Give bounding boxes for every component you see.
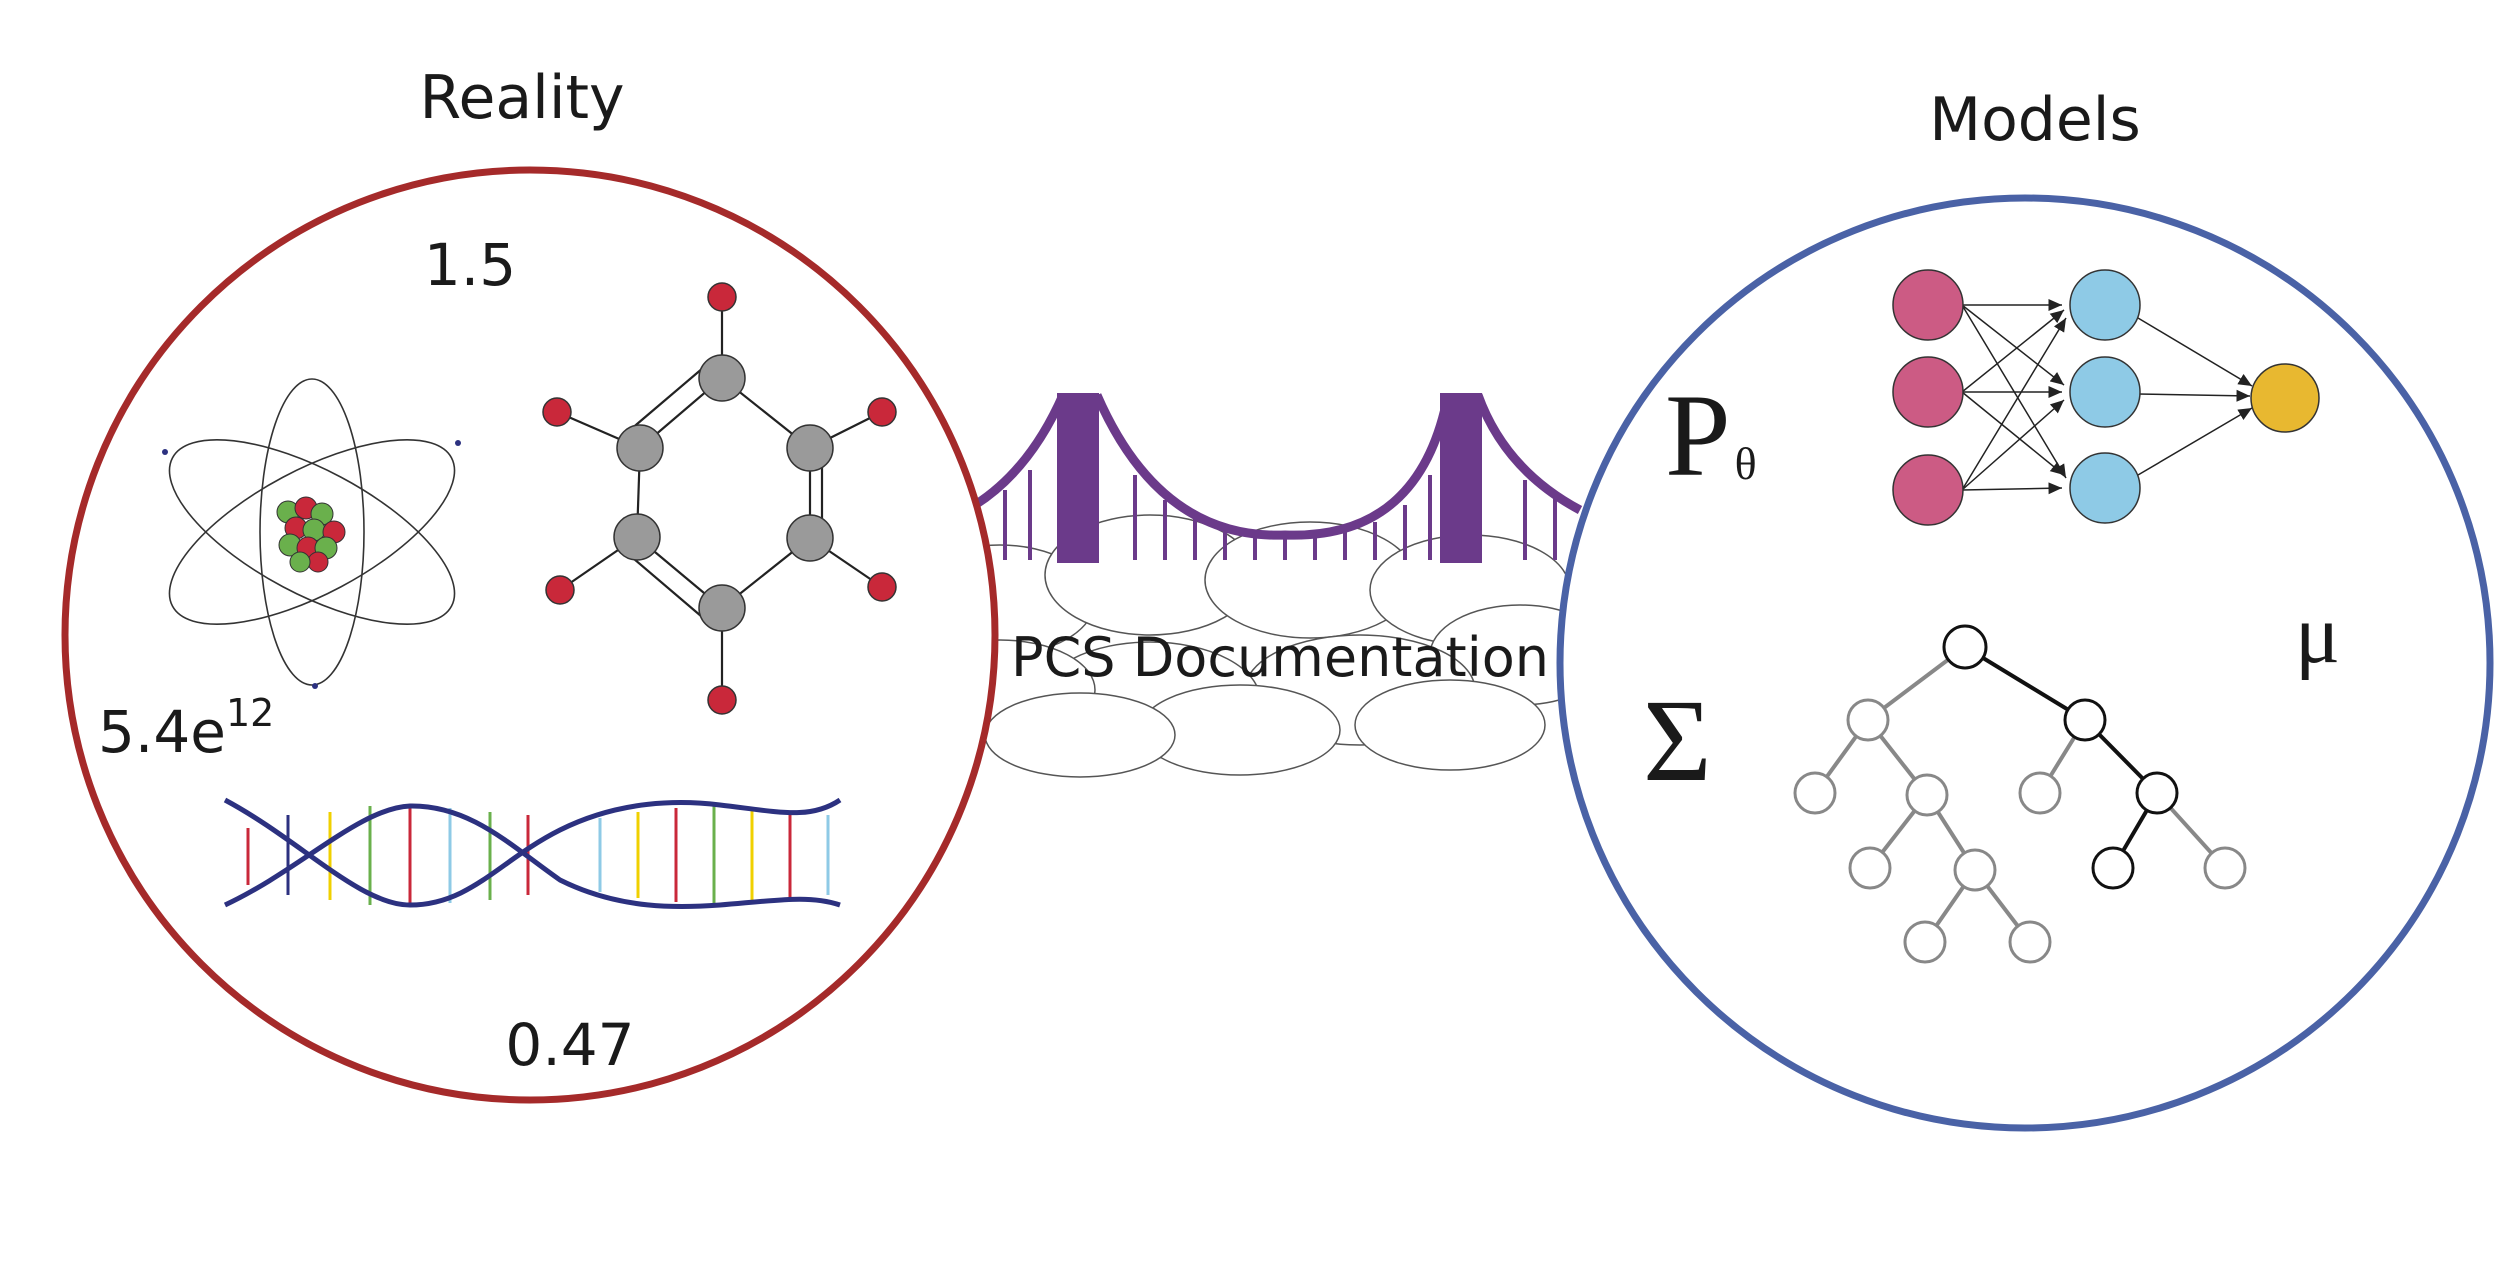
nn-input-nodes <box>1892 269 1964 526</box>
dna-helix-icon <box>223 797 842 910</box>
molecule-carbon-atoms <box>613 354 834 632</box>
reality-panel: Reality 1.5 5.4e12 0.47 <box>61 63 999 1104</box>
symbol-p-theta: Pθ <box>1665 370 1757 501</box>
symbol-sigma: Σ <box>1643 675 1712 806</box>
bridge-label: PCS Documentation <box>1011 626 1549 689</box>
models-circle <box>1556 194 2494 1132</box>
sci-exponent: 12 <box>226 691 274 735</box>
bridge-illustration: PCS Documentation <box>904 393 1611 778</box>
bridge-hangers <box>1003 470 1557 560</box>
symbol-theta: θ <box>1735 438 1757 489</box>
atom-icon <box>162 378 461 689</box>
molecule-terminal-atoms <box>542 282 897 715</box>
models-title: Models <box>1929 85 2140 155</box>
symbol-mu: μ <box>2295 588 2340 681</box>
reality-value-scientific: 5.4e12 <box>98 691 274 766</box>
bridge-towers <box>1057 393 1482 563</box>
nn-hidden-nodes <box>2069 269 2141 524</box>
sci-base: 5.4e <box>98 698 226 766</box>
reality-value-top: 1.5 <box>424 231 516 299</box>
decision-tree-icon <box>1793 624 2247 964</box>
reality-value-bottom: 0.47 <box>505 1011 634 1079</box>
symbol-p: P <box>1665 370 1731 501</box>
atom-nucleus <box>276 496 346 573</box>
tree-nodes-highlighted <box>1942 624 2179 890</box>
tree-nodes-gray <box>1793 698 2247 964</box>
neural-network-icon <box>1892 269 2320 526</box>
reality-title: Reality <box>419 63 624 133</box>
molecule-icon <box>542 282 897 715</box>
nn-output-node <box>2250 363 2320 433</box>
models-panel: Models Pθ Σ μ <box>1556 85 2494 1132</box>
reality-circle <box>61 166 999 1104</box>
